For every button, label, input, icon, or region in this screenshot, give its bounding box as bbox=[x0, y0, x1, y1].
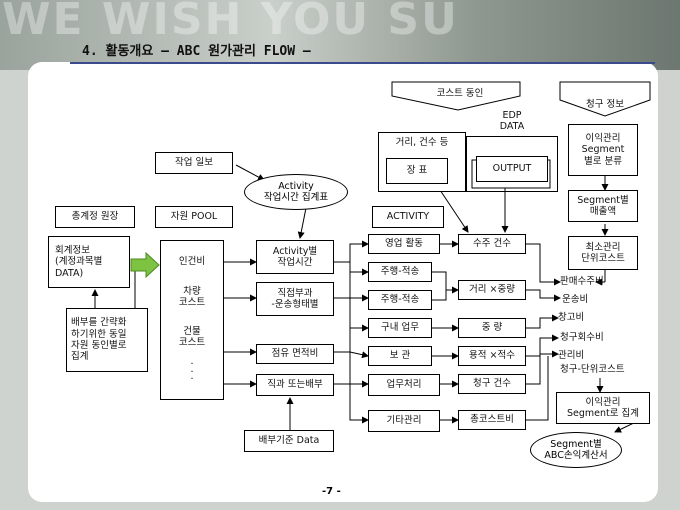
area-ratio-box: 점유 면적비 bbox=[256, 344, 334, 364]
shipping-label: 운송비 bbox=[562, 294, 589, 305]
total-cost-ratio-box: 총코스트비 bbox=[458, 410, 526, 430]
cost-driver-down-arrow bbox=[391, 81, 521, 111]
profit-segment-collect-box: 이익관리 Segment로 집계 bbox=[556, 392, 650, 424]
business-activity-box: 영업 활동 bbox=[368, 234, 440, 254]
activity-time-box: Activity별 작업시간 bbox=[256, 240, 334, 274]
activity-header-box: ACTIVITY bbox=[372, 206, 444, 228]
resource-pool-container bbox=[160, 240, 224, 400]
work-daily-box: 작업 일보 bbox=[155, 152, 233, 174]
page-title: 4. 활동개요 – ABC 원가관리 FLOW – bbox=[82, 44, 311, 59]
gl-source-box: 총계정 원장 bbox=[55, 206, 135, 228]
drive-load-box-2: 주행-적송 bbox=[368, 290, 432, 310]
header-watermark: WE WISH YOU SU bbox=[2, 0, 459, 45]
simplify-note-box: 배부를 간략화 하기위한 동일 자원 동인별로 집계 bbox=[66, 308, 148, 372]
warehouse-label: 창고비 bbox=[558, 312, 585, 323]
storage-box: 보 관 bbox=[368, 346, 432, 366]
vehicle-cost-label: 차량 코스트 bbox=[178, 286, 206, 309]
mgmt-cost-label: 관리비 bbox=[558, 350, 585, 361]
page-number: -7 - bbox=[322, 486, 341, 497]
billing-info-down-arrow bbox=[559, 81, 651, 117]
sales-promo-label: 판매수주비 bbox=[560, 276, 604, 287]
labor-cost-label: 인건비 bbox=[178, 256, 206, 267]
bill-unit-cost-label: 청구-단위코스트 bbox=[560, 364, 625, 375]
direct-or-alloc-box: 직과 또는배부 bbox=[256, 374, 334, 396]
direct-dept-box: 직접부과 -운송형태별 bbox=[256, 282, 334, 316]
ledger-box: 장 표 bbox=[386, 158, 448, 184]
distance-weight-box: 거리 ×중량 bbox=[458, 280, 526, 300]
edp-outer-box bbox=[466, 136, 558, 192]
order-count-box: 수주 건수 bbox=[458, 234, 526, 254]
billing-collect-label: 청구회수비 bbox=[560, 332, 604, 343]
title-underline bbox=[70, 62, 655, 64]
other-mgmt-box: 기타관리 bbox=[368, 410, 440, 432]
profit-segment-box: 이익관리 Segment 별로 분류 bbox=[568, 124, 638, 176]
output-box: OUTPUT bbox=[476, 156, 548, 182]
min-unit-cost-box: 최소관리 단위코스트 bbox=[568, 236, 638, 270]
building-cost-label: 건물 코스트 bbox=[178, 326, 206, 349]
edp-data-label: EDP DATA bbox=[499, 110, 525, 133]
volume-qty-box: 용적 ×적수 bbox=[458, 346, 526, 366]
pl-statement-ellipse: Segment별 ABC손익계산서 bbox=[530, 432, 622, 468]
office-work-box: 업무처리 bbox=[368, 374, 440, 396]
billing-info-box: 청구 정보 bbox=[586, 99, 624, 111]
internal-work-box: 구내 업무 bbox=[368, 318, 432, 338]
accounting-info-box: 회계정보 (계정과목별 DATA) bbox=[48, 236, 130, 288]
activity-table-ellipse: Activity 작업시간 집계표 bbox=[244, 174, 348, 210]
cost-driver-label: 코스트 동인 bbox=[436, 88, 484, 99]
drive-load-box-1: 주행-적송 bbox=[368, 262, 432, 282]
header-background: WE WISH YOU SU bbox=[0, 0, 680, 70]
alloc-basis-box: 배부기준 Data bbox=[244, 430, 334, 452]
green-flow-arrow bbox=[130, 251, 160, 279]
ellipsis-dots: . . . bbox=[190, 356, 194, 383]
weight-box: 중 량 bbox=[458, 318, 526, 338]
bill-count-box: 청구 건수 bbox=[458, 374, 526, 394]
segment-sales-box: Segment별 매출액 bbox=[568, 190, 638, 222]
resource-pool-box: 자원 POOL bbox=[155, 206, 233, 228]
